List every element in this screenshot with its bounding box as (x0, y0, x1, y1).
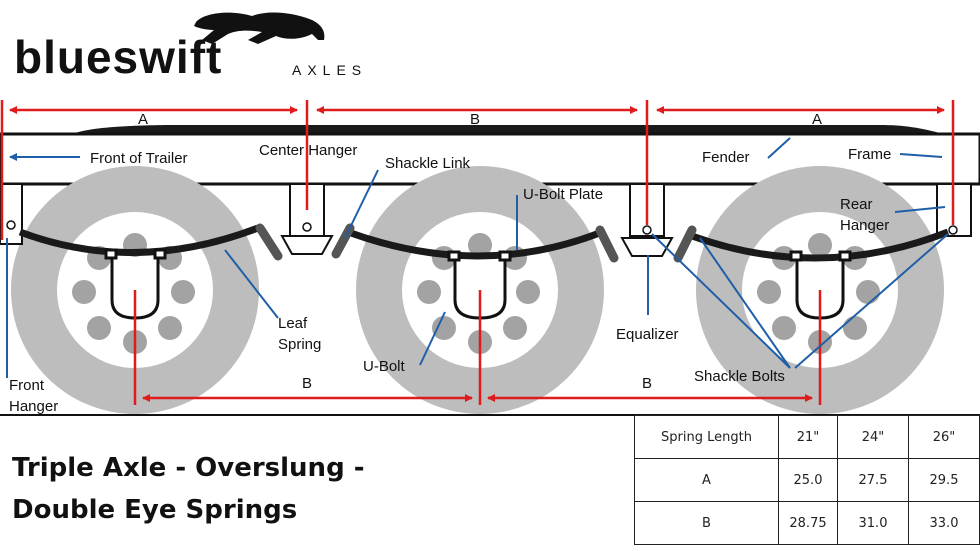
leaf-spring-middle (346, 228, 604, 260)
table-cell: B (634, 501, 779, 545)
label-front-hanger: Front Hanger (9, 377, 59, 415)
table-cell: 21" (778, 415, 838, 459)
dim-label-a-left: A (138, 111, 149, 128)
shackle-link-3 (595, 225, 619, 263)
table-cell: 33.0 (908, 501, 980, 545)
table-cell: 24" (837, 415, 909, 459)
logo-wordmark: blueswift (14, 31, 223, 83)
table-row: A 25.0 27.5 29.5 (634, 458, 980, 502)
label-frame: Frame (848, 146, 892, 163)
leaf-spring-rear (690, 228, 950, 262)
table-cell: 28.75 (778, 501, 838, 545)
dim-label-b-left: B (302, 375, 313, 392)
front-hanger (0, 183, 23, 245)
table-cell: 31.0 (837, 501, 909, 545)
label-u-bolt-plate: U-Bolt Plate (523, 186, 604, 203)
dim-label-a-right: A (812, 111, 823, 128)
spring-spec-table: Spring Length 21" 24" 26" A 25.0 27.5 29… (634, 415, 980, 545)
table-row: B 28.75 31.0 33.0 (634, 501, 980, 545)
label-shackle-link: Shackle Link (385, 155, 471, 172)
table-cell: 27.5 (837, 458, 909, 502)
pointer-lines (6, 137, 949, 378)
table-cell: 26" (908, 415, 980, 459)
label-fender: Fender (702, 149, 750, 166)
table-cell: 29.5 (908, 458, 980, 502)
table-cell: 25.0 (778, 458, 838, 502)
logo-subtitle: AXLES (292, 62, 368, 78)
page-title: Triple Axle - Overslung - Double Eye Spr… (12, 453, 365, 525)
label-front-of-trailer: Front of Trailer (90, 150, 188, 167)
table-cell: Spring Length (634, 415, 779, 459)
leaf-spring-front (18, 224, 260, 256)
dimension-lines (0, 100, 955, 405)
table-header-row: Spring Length 21" 24" 26" (634, 415, 980, 459)
label-equalizer: Equalizer (616, 326, 679, 343)
panther-logo-icon (194, 12, 325, 44)
label-leaf-spring: Leaf Spring (278, 315, 322, 353)
label-shackle-bolts: Shackle Bolts (694, 368, 785, 385)
dim-label-b-right: B (642, 375, 653, 392)
table-cell: A (634, 458, 779, 502)
label-u-bolt: U-Bolt (363, 358, 405, 375)
label-center-hanger: Center Hanger (259, 142, 358, 159)
shackle-link-1 (255, 223, 283, 261)
center-equalizer-plate (280, 235, 334, 255)
dim-label-b-top: B (470, 111, 481, 128)
shackle-link-4 (673, 225, 697, 263)
label-rear-hanger: Rear Hanger (840, 196, 890, 234)
